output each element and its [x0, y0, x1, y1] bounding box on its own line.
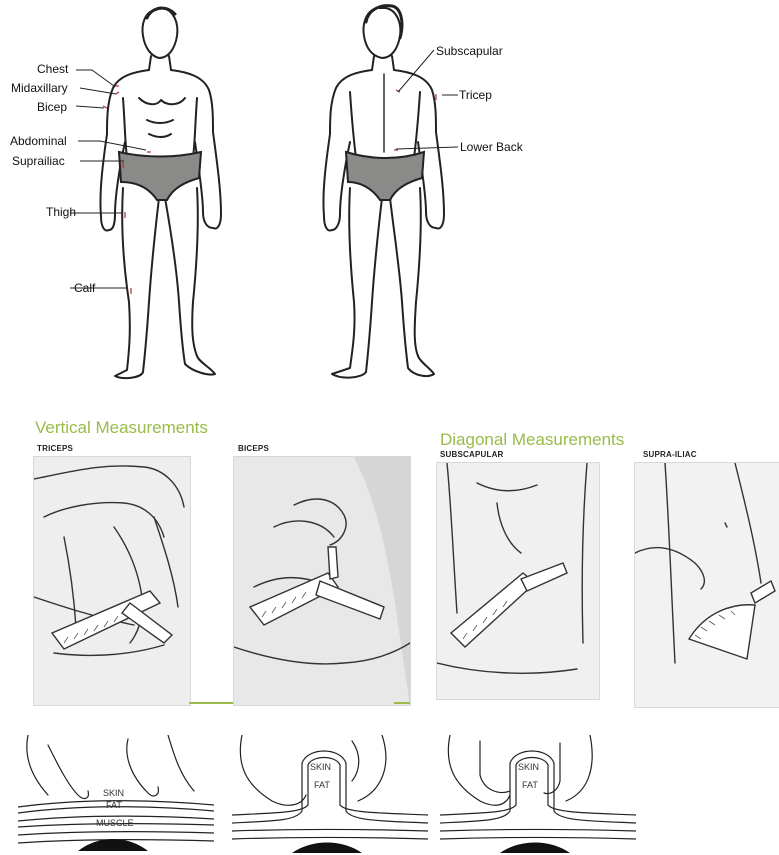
vertical-measurements-title: Vertical Measurements: [35, 418, 208, 438]
skinfold-diagram-caliper: [440, 735, 636, 853]
label-chest: Chest: [37, 62, 68, 76]
diagonal-measurements-title: Diagonal Measurements: [440, 430, 624, 450]
panel-subscapular: [436, 462, 600, 700]
diagram3-skin-label: SKIN: [518, 762, 539, 772]
diagram3-fat-label: FAT: [522, 780, 538, 790]
label-bicep: Bicep: [37, 100, 67, 114]
subscapular-illustration: [437, 463, 599, 699]
front-leader-lines: [0, 0, 260, 300]
caption-triceps: TRICEPS: [37, 444, 73, 453]
label-lower-back: Lower Back: [460, 140, 523, 154]
diagram1-skin-label: SKIN: [103, 788, 124, 798]
green-rule-2: [394, 702, 410, 704]
caption-subscapular: SUBSCAPULAR: [440, 450, 504, 459]
triceps-illustration: [34, 457, 190, 705]
diagram1-muscle-label: MUSCLE: [96, 818, 134, 828]
caption-supra-iliac: SUPRA-ILIAC: [643, 450, 697, 459]
skinfold-diagram-pinched: [232, 735, 428, 853]
label-midaxillary: Midaxillary: [11, 81, 68, 95]
panel-biceps: [233, 456, 411, 706]
green-rule: [189, 702, 233, 704]
panel-triceps: [33, 456, 191, 706]
label-subscapular: Subscapular: [436, 44, 503, 58]
label-thigh: Thigh: [46, 205, 76, 219]
caption-biceps: BICEPS: [238, 444, 269, 453]
label-calf: Calf: [74, 281, 95, 295]
label-abdominal: Abdominal: [10, 134, 67, 148]
diagram1-fat-label: FAT: [106, 800, 122, 810]
diagram2-skin-label: SKIN: [310, 762, 331, 772]
label-suprailiac: Suprailiac: [12, 154, 65, 168]
diagram2-fat-label: FAT: [314, 780, 330, 790]
supra-iliac-illustration: [635, 463, 779, 707]
label-tricep: Tricep: [459, 88, 492, 102]
biceps-illustration: [234, 457, 410, 705]
panel-supra-iliac: [634, 462, 779, 708]
